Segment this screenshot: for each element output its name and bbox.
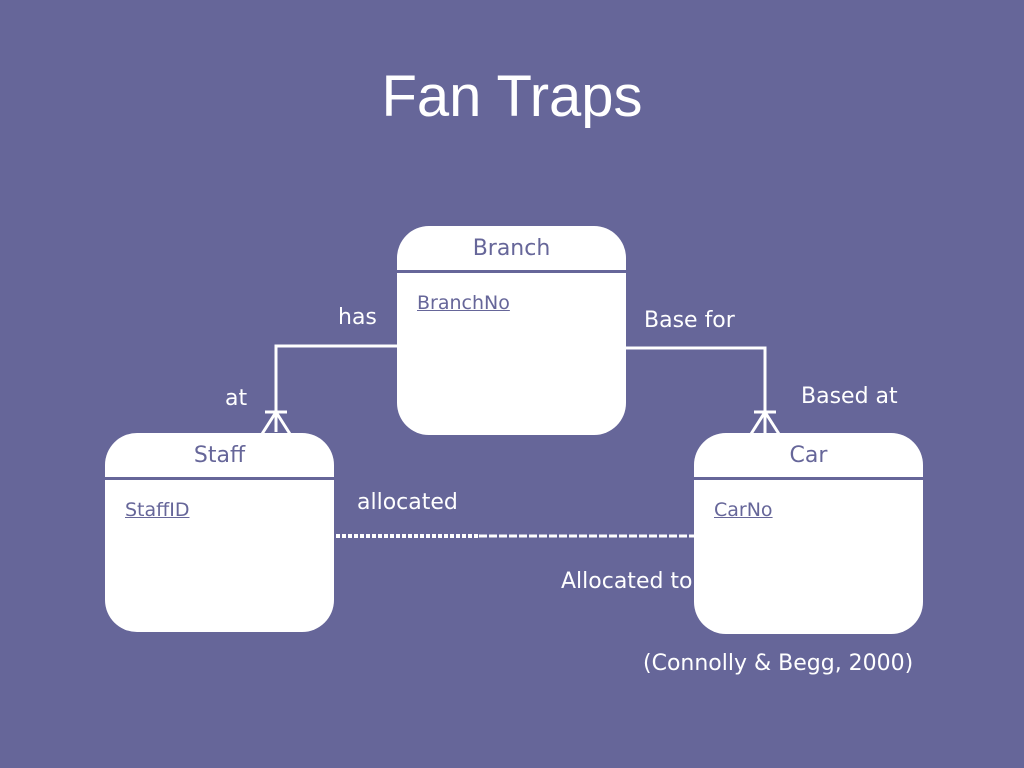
entity-car-name: Car: [789, 443, 828, 468]
label-base-for: Base for: [644, 308, 735, 333]
label-based-at: Based at: [801, 384, 898, 409]
branch-car-line: [626, 346, 767, 434]
label-at: at: [225, 386, 248, 411]
branch-staff-line: [274, 344, 397, 432]
car-crows-foot: [749, 410, 781, 435]
entity-car-key: CarNo: [714, 499, 773, 521]
label-allocated: allocated: [357, 490, 458, 515]
citation: (Connolly & Begg, 2000): [643, 651, 914, 676]
entity-staff: Staff StaffID: [105, 433, 334, 632]
entity-car-divider: [694, 477, 923, 480]
staff-crows-foot: [260, 410, 292, 435]
label-allocated-to: Allocated to: [561, 569, 693, 594]
label-has: has: [338, 305, 377, 330]
entity-car: Car CarNo: [694, 433, 923, 634]
entity-branch-name: Branch: [472, 236, 551, 261]
entity-branch-divider: [397, 270, 626, 273]
entity-staff-key: StaffID: [125, 499, 190, 521]
entity-staff-name: Staff: [193, 443, 246, 468]
entity-staff-divider: [105, 477, 334, 480]
entity-branch-key: BranchNo: [417, 292, 510, 314]
entity-branch: Branch BranchNo: [397, 226, 626, 435]
slide-title: Fan Traps: [381, 64, 643, 129]
